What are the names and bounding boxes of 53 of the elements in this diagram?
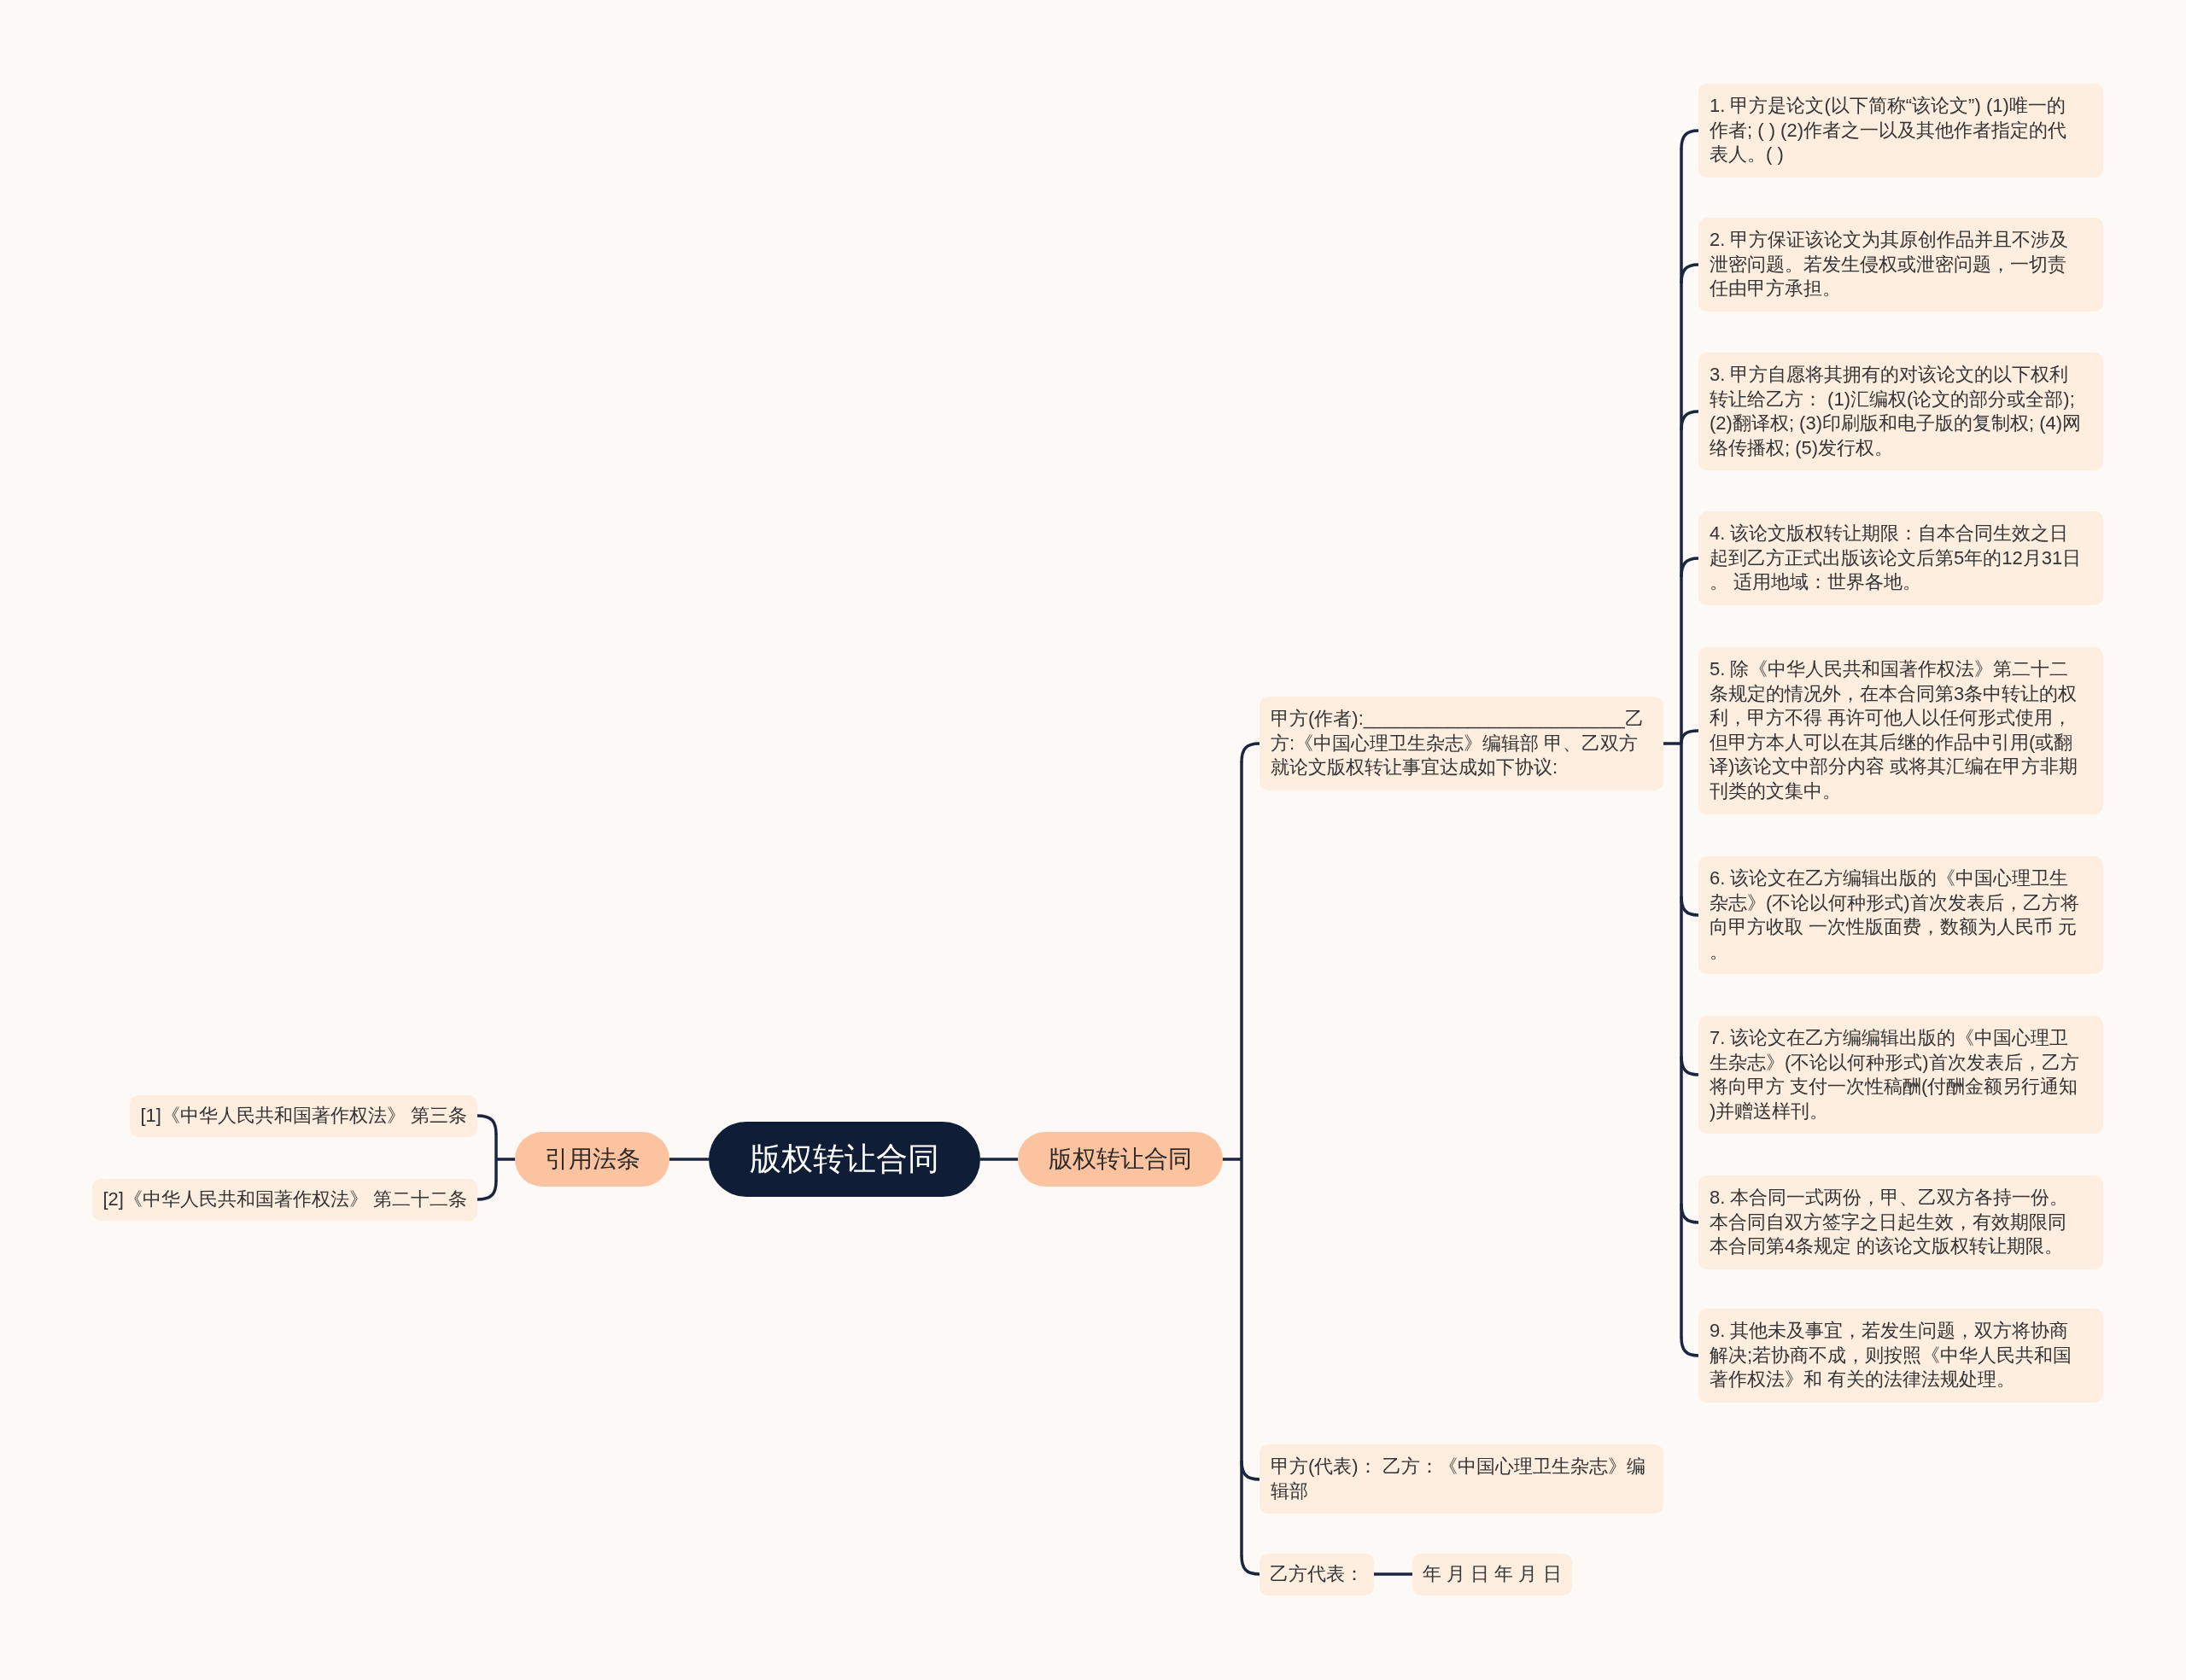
connector-line bbox=[1221, 761, 1243, 1557]
note-text: 8. 本合同一式两份，甲、乙双方各持一份。本合同自双方签字之日起生效，有效期限同本合同第4条规定 的该论文版权转让期限。 bbox=[1710, 1186, 2070, 1259]
note-text: 年 月 日 年 月 日 bbox=[1423, 1562, 1562, 1586]
note-card bbox=[130, 1095, 477, 1137]
connector-line bbox=[1680, 129, 1699, 150]
note-card bbox=[1260, 1444, 1663, 1514]
note-text: 5. 除《中华人民共和国著作权法》第二十二条规定的情况外，在本合同第3条中转让的权利，甲方不得 再许可他人以任何形式使用，但甲方本人可以在其后继的作品中引用(或翻译)该论文中部分内容 或将其汇编在甲方非期刊类的文集中。 bbox=[1710, 657, 2079, 803]
note-card bbox=[1698, 1175, 2103, 1269]
connector-line bbox=[1240, 742, 1260, 763]
connector-line bbox=[1240, 1555, 1260, 1576]
note-text: 4. 该论文版权转让期限：自本合同生效之日起到乙方正式出版该论文后第5年的12月31日。 适用地域：世界各地。 bbox=[1710, 522, 2083, 595]
topic-label: 版权转让合同 bbox=[1049, 1145, 1192, 1174]
connector-line bbox=[1240, 1460, 1260, 1481]
connector-line bbox=[494, 1133, 517, 1182]
note-text: 7. 该论文在乙方编编辑出版的《中国心理卫生杂志》(不论以何种形式)首次发表后，乙方将向甲方 支付一次性稿酬(付酬金额另行通知)并赠送样刊。 bbox=[1710, 1026, 2080, 1123]
note-text: 甲方(代表)： 乙方：《中国心理卫生杂志》编辑部 bbox=[1271, 1455, 1646, 1503]
connector-line bbox=[476, 1180, 498, 1201]
note-card bbox=[1260, 1554, 1374, 1595]
note-card bbox=[1412, 1554, 1572, 1595]
connector-line bbox=[1680, 557, 1699, 578]
note-card bbox=[1698, 647, 2103, 814]
connector-line bbox=[1680, 729, 1699, 744]
connector-line bbox=[1680, 1055, 1699, 1076]
note-card bbox=[1698, 218, 2103, 312]
connector-line bbox=[1662, 148, 1683, 1339]
note-card bbox=[1260, 697, 1663, 790]
note-card bbox=[1698, 84, 2103, 178]
note-text: 2. 甲方保证该论文为其原创作品并且不涉及泄密问题。若发生侵权或泄密问题，一切责任由甲方承担。 bbox=[1710, 228, 2070, 301]
note-text: [2]《中华人民共和国著作权法》 第二十二条 bbox=[102, 1187, 467, 1211]
note-card bbox=[92, 1179, 477, 1221]
note-card bbox=[1698, 856, 2103, 975]
note-text: 1. 甲方是论文(以下简称“该论文”) (1)唯一的作者; ( ) (2)作者之一以及其他作者指定的代表人。( ) bbox=[1710, 94, 2067, 167]
note-text: 6. 该论文在乙方编辑出版的《中国心理卫生杂志》(不论以何种形式)首次发表后，乙方将向甲方收取 一次性版面费，数额为人民币 元。 bbox=[1710, 866, 2080, 964]
connector-line bbox=[1680, 895, 1699, 917]
note-text: 9. 其他未及事宜，若发生问题，双方将协商解决;若协商不成，则按照《中华人民共和国著作权法》和 有关的法律法规处理。 bbox=[1710, 1319, 2073, 1392]
note-text: [1]《中华人民共和国著作权法》 第三条 bbox=[140, 1104, 467, 1128]
note-text: 3. 甲方自愿将其拥有的对该论文的以下权利转让给乙方： (1)汇编权(论文的部分或全部); (2)翻译权; (3)印刷版和电子版的复制权; (4)网络传播权; (5)发行权。 bbox=[1710, 363, 2083, 460]
connector-line bbox=[669, 1158, 709, 1161]
connector-line bbox=[1680, 410, 1699, 431]
connector-line bbox=[980, 1158, 1018, 1161]
note-text: 乙方代表： bbox=[1270, 1562, 1364, 1586]
connector-line bbox=[476, 1114, 498, 1135]
topic-label: 引用法条 bbox=[544, 1145, 640, 1174]
note-card bbox=[1698, 353, 2103, 471]
connector-line bbox=[1374, 1572, 1412, 1576]
connector-line bbox=[1680, 1203, 1699, 1224]
connector-line bbox=[1680, 263, 1699, 284]
topic-label: 版权转让合同 bbox=[750, 1140, 939, 1178]
connector-line bbox=[1680, 1336, 1699, 1357]
note-card bbox=[1698, 1016, 2103, 1135]
note-text: 甲方(作者):_________________________乙方:《中国心理卫生杂志》编辑部 甲、乙双方就论文版权转让事宜达成如下协议: bbox=[1271, 707, 1645, 780]
note-card bbox=[1698, 511, 2103, 605]
note-card bbox=[1698, 1309, 2103, 1403]
